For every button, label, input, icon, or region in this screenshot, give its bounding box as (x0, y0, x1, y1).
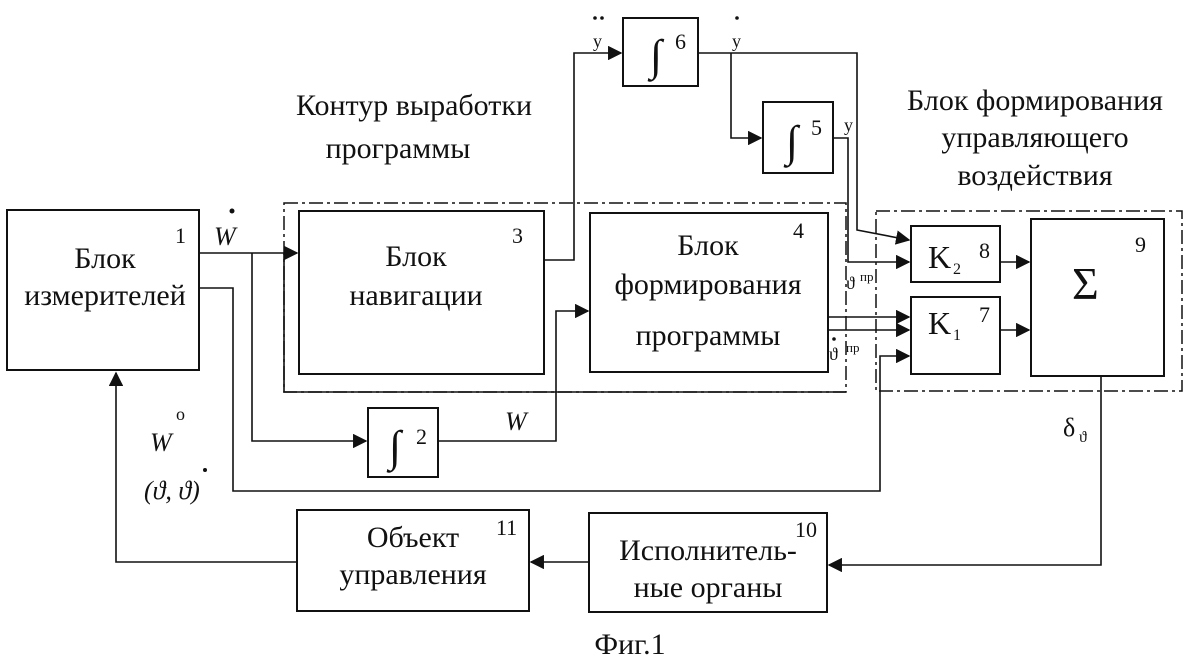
block-3-line-1: Блок (385, 240, 447, 273)
block-3-line-2: навигации (349, 279, 482, 312)
wire-theta-to-k1 (199, 287, 911, 492)
block-program-forming: Блок формирования программы 4 (589, 212, 829, 373)
label-y-ddot-mark-1 (593, 16, 597, 20)
block-4-line-2: формирования (614, 268, 801, 301)
integral-5-symbol: ∫ (783, 117, 801, 168)
wire-ydot-to-k2 (698, 52, 911, 245)
block-4-line-1: Блок (677, 229, 739, 262)
label-y-ddot: y (593, 31, 602, 51)
block-1-number: 1 (175, 223, 186, 248)
sum-symbol: Σ (1072, 258, 1099, 309)
wire-wdot-to-integrator-2 (251, 253, 368, 449)
label-y-dot: y (732, 31, 741, 51)
block-4-line-3: программы (636, 319, 781, 352)
block-8-number: 8 (979, 238, 990, 263)
control-block-label-2: управляющего (941, 121, 1128, 154)
block-9-number: 9 (1135, 232, 1146, 257)
block-integrator-5: ∫ 5 (762, 101, 834, 174)
label-delta-sub: ϑ (1079, 429, 1087, 446)
block-integrator-6: ∫ 6 (622, 17, 699, 87)
label-delta: δ (1063, 413, 1075, 442)
label-w-dot-mark (229, 208, 235, 214)
control-block-label-1: Блок формирования (907, 84, 1163, 117)
block-gain-k2: K 2 8 (910, 225, 1001, 283)
label-theta-dot-pr: ϑ (829, 344, 838, 364)
block-10-line-2: ные органы (634, 571, 783, 604)
gain-k2-sub: 2 (953, 261, 961, 278)
label-theta-dot-pr-mark (832, 337, 836, 341)
block-control-object: Объект управления 11 (296, 509, 530, 612)
block-10-number: 10 (795, 517, 817, 542)
wire-y-to-k2 (833, 137, 911, 270)
label-theta-dot-pr-sup: пр (846, 340, 859, 355)
group-labels: Контур выработки программы Блок формиров… (296, 84, 1163, 192)
block-1-line-2: измерителей (24, 279, 186, 312)
block-measurers: Блок измерителей 1 (6, 209, 200, 371)
block-11-line-2: управления (339, 558, 487, 591)
figure-caption: Фиг.1 (594, 628, 665, 661)
block-integrator-2: ∫ 2 (367, 407, 439, 478)
integral-6-symbol: ∫ (647, 31, 665, 82)
block-10-line-1: Исполнитель- (619, 534, 797, 567)
integral-2-symbol: ∫ (386, 422, 404, 473)
signal-labels: W W W o (ϑ, ϑ) y y y ϑ пр ϑ пр δ ϑ (144, 16, 1087, 505)
control-block-label-3: воздействия (957, 159, 1113, 192)
wire-w-to-program (438, 303, 590, 442)
label-y-dot-mark (735, 16, 739, 20)
block-3-number: 3 (512, 223, 523, 248)
program-loop-label-1: Контур выработки (296, 89, 532, 122)
block-5-number: 5 (811, 115, 822, 140)
label-y: y (844, 115, 853, 135)
block-11-number: 11 (496, 515, 517, 540)
gain-k1-sub: 1 (953, 327, 961, 344)
gain-k1-letter: K (928, 305, 951, 341)
label-theta-pair-dot (203, 468, 207, 472)
label-theta-pair: (ϑ, ϑ) (144, 476, 200, 505)
control-block-boundary (875, 210, 1183, 392)
label-theta-pr-sup: пр (860, 269, 873, 284)
block-6-number: 6 (675, 29, 686, 54)
block-navigation: Блок навигации 3 (298, 210, 545, 375)
block-summator: Σ 9 (1030, 218, 1165, 377)
label-y-ddot-mark-2 (600, 16, 604, 20)
label-w-dot: W (214, 222, 238, 251)
block-11-line-1: Объект (367, 521, 459, 554)
gain-k2-letter: K (928, 239, 951, 275)
block-gain-k1: K 1 7 (910, 296, 1001, 375)
wire-object-to-measurers (108, 371, 297, 563)
program-loop-label-2: программы (326, 132, 471, 165)
wire-loop-bottom (283, 253, 846, 393)
label-w-zero-sup: o (176, 404, 185, 424)
label-w-zero: W (150, 428, 174, 457)
block-1-line-1: Блок (74, 242, 136, 275)
block-actuators: Исполнитель- ные органы 10 (588, 512, 828, 613)
wire-nav-to-integrator-6 (544, 45, 623, 261)
wire-sum-to-actuators (827, 376, 1102, 573)
block-7-number: 7 (979, 302, 990, 327)
wire-ydot-to-integrator-5 (730, 53, 763, 146)
connections (108, 45, 1102, 573)
label-w: W (505, 407, 529, 436)
block-4-number: 4 (793, 218, 804, 243)
label-theta-pr: ϑ (846, 273, 855, 293)
block-2-number: 2 (416, 424, 427, 449)
